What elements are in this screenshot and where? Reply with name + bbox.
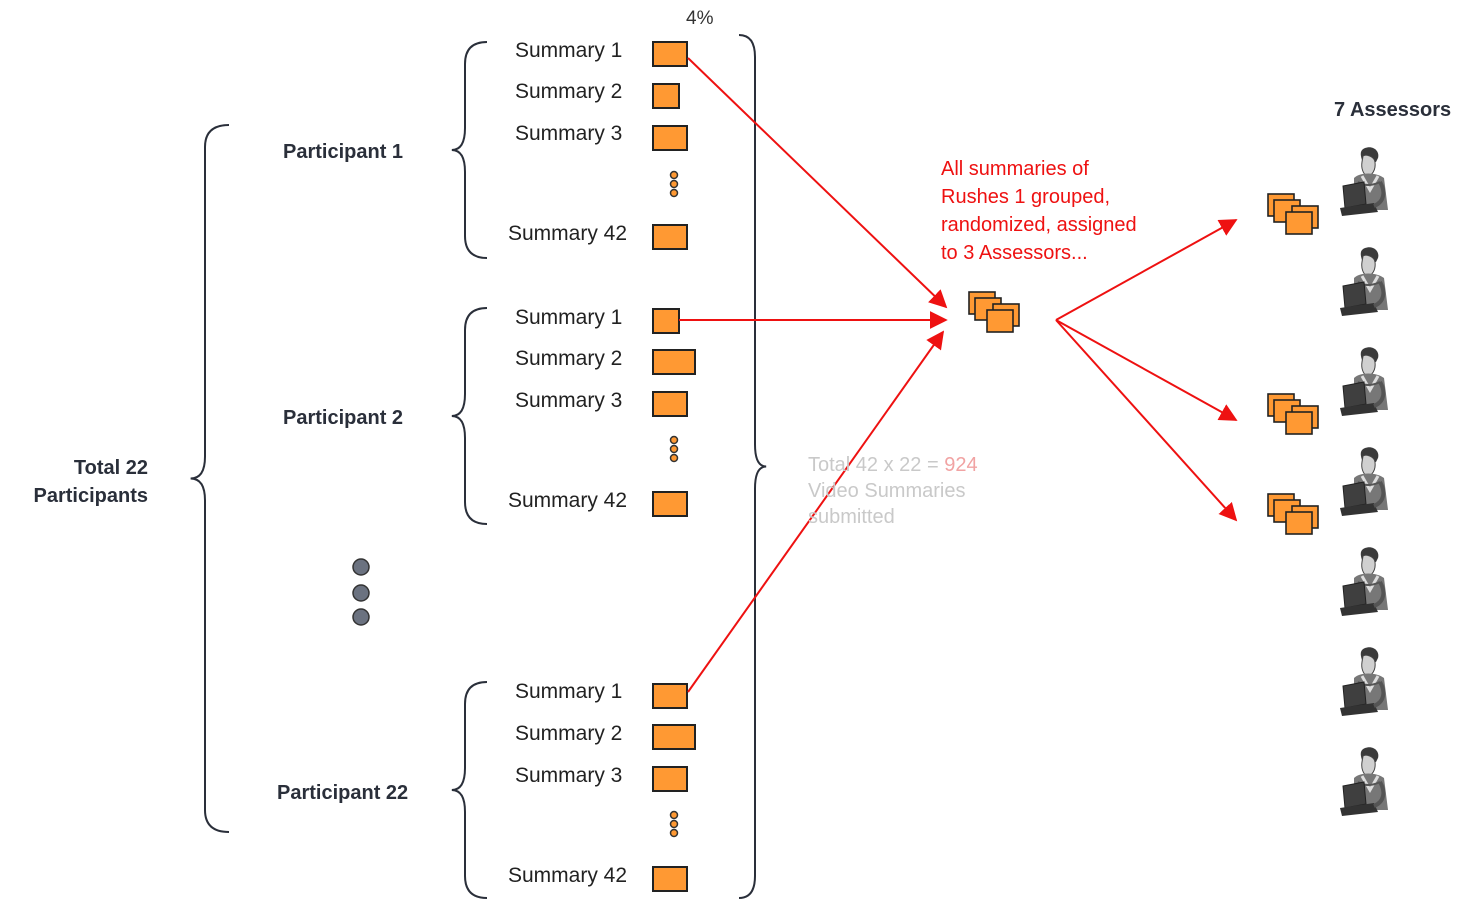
arrow-group-to-assessor-1 [1055,219,1238,321]
p1-summary-2-box [652,83,680,109]
arrow-group-to-assessor-4 [1055,319,1238,522]
assessor-4-stack-icon [1267,493,1319,535]
total-summaries-note: Total 42 x 22 = 924 Video Summaries subm… [808,452,978,530]
p22-summary-3-label: Summary 3 [515,764,623,787]
p1-ellipsis-dot-3 [669,188,679,198]
p1-ellipsis-dot-1 [669,170,679,180]
p2-ellipsis-dot-1 [669,435,679,445]
assessor-5-icon [1338,545,1390,618]
total-summaries-line3: submitted [808,506,895,528]
p2-summary-42-label: Summary 42 [508,489,628,512]
participant-1-brace [451,41,488,259]
p2-summary-3-box [652,391,688,417]
p22-summary-3-box [652,766,688,792]
p1-summary-42-box [652,224,688,250]
assessor-3-stack-icon [1267,393,1319,435]
p22-summary-2-box [652,724,696,750]
assessor-3-icon [1338,345,1390,418]
p22-summary-1-box [652,683,688,709]
p1-summary-42-label: Summary 42 [508,222,628,245]
p2-summary-2-label: Summary 2 [515,347,623,370]
p2-summary-3-label: Summary 3 [515,389,623,412]
participants-ellipsis-dot-2 [352,584,370,602]
percent-label: 4% [686,8,714,29]
p22-ellipsis-dot-1 [669,810,679,820]
assessor-2-icon [1338,245,1390,318]
p2-summary-1-box [652,308,680,334]
p22-summary-2-label: Summary 2 [515,722,623,745]
assessor-1-stack-icon-page-4 [1285,211,1313,235]
grouped-stack-icon [968,291,1020,333]
assessor-1-icon [1338,145,1390,218]
p2-ellipsis-dot-2 [669,444,679,454]
participant-22-brace [451,681,488,899]
assessor-1-stack-icon [1267,193,1319,235]
total-summaries-prefix: Total 42 x 22 = [808,454,945,476]
assessor-3-stack-icon-page-4 [1285,411,1313,435]
arrow-p1-to-group [687,57,948,309]
assessor-7-icon [1338,745,1390,818]
total-participants-brace [190,124,230,833]
assessor-4-stack-icon-page-4 [1285,511,1313,535]
p1-summary-2-label: Summary 2 [515,80,623,103]
participants-ellipsis-dot-1 [352,558,370,576]
assessor-6-icon [1338,645,1390,718]
p22-summary-1-label: Summary 1 [515,680,623,703]
arrow-group-to-assessor-3 [1055,319,1238,421]
assessors-label: 7 Assessors [1334,99,1452,121]
summaries-right-brace [738,34,767,899]
p1-summary-1-label: Summary 1 [515,39,623,62]
total-summaries-value: 924 [944,454,978,476]
p22-ellipsis-dot-2 [669,819,679,829]
total-participants-label: Total 22 Participants [33,457,148,507]
total-summaries-line2: Video Summaries [808,480,966,502]
grouping-note: All summaries of Rushes 1 grouped, rando… [941,158,1137,264]
p1-summary-3-box [652,125,688,151]
p2-summary-42-box [652,491,688,517]
participant-2-label: Participant 2 [283,407,404,429]
p2-summary-1-label: Summary 1 [515,306,623,329]
p2-ellipsis-dot-3 [669,453,679,463]
p1-ellipsis-dot-2 [669,179,679,189]
assessor-4-icon [1338,445,1390,518]
p2-summary-2-box [652,349,696,375]
participant-2-brace [451,307,488,525]
participant-22-label: Participant 22 [277,782,409,804]
p1-summary-3-label: Summary 3 [515,122,623,145]
p22-summary-42-box [652,866,688,892]
participant-1-label: Participant 1 [283,141,404,163]
p22-ellipsis-dot-3 [669,828,679,838]
grouped-stack-icon-page-4 [986,309,1014,333]
p1-summary-1-box [652,41,688,67]
arrow-p22-to-group [687,330,945,693]
participants-ellipsis-dot-3 [352,608,370,626]
p22-summary-42-label: Summary 42 [508,864,628,887]
